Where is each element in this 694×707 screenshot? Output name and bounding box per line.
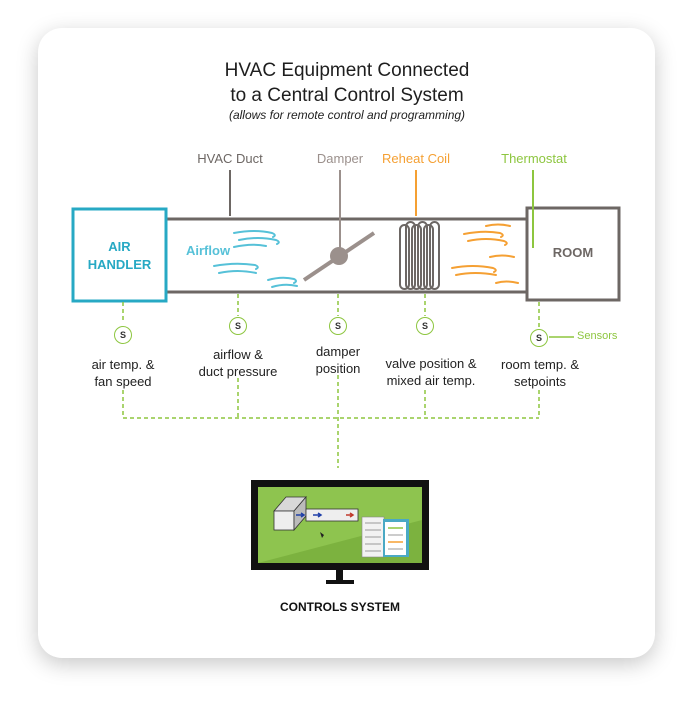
room-box [525, 206, 621, 302]
air-handler-box [71, 207, 168, 303]
sensor-desc-room: room temp. & setpoints [490, 356, 590, 390]
damper-label: Damper [316, 151, 364, 166]
sensor-desc-line1: damper [315, 344, 361, 359]
diagram-title-line1: HVAC Equipment Connected [224, 60, 470, 81]
reheat-coil-icon [399, 221, 440, 290]
hvac-duct [166, 217, 526, 294]
diagram-title-line2: to a Central Control System [230, 85, 464, 106]
sensor-icon-airflow: S [229, 317, 247, 335]
thermostat-label: Thermostat [501, 151, 567, 166]
sensor-icon-air-handler: S [114, 326, 132, 344]
sensor-desc-line2: mixed air temp. [386, 373, 476, 388]
sensor-desc-line1: valve position & [385, 356, 477, 371]
sensor-desc-line1: room temp. & [500, 357, 580, 372]
sensor-desc-line1: air temp. & [91, 357, 155, 372]
duct-label: HVAC Duct [197, 151, 263, 166]
room-label: ROOM [552, 245, 594, 260]
air-handler-label: AIR HANDLER [75, 238, 164, 274]
sensors-label: Sensors [577, 330, 618, 342]
sensor-icon-room: S [530, 329, 548, 347]
sensor-desc-line2: position [315, 361, 361, 376]
sensor-desc-reheat: valve position & mixed air temp. [376, 355, 486, 389]
sensor-desc-air-handler: air temp. & fan speed [73, 356, 173, 390]
sensor-icon-reheat: S [416, 317, 434, 335]
diagram-subtitle: (allows for remote control and programmi… [228, 108, 466, 122]
sensor-desc-line1: airflow & [213, 347, 263, 362]
sensor-desc-line2: fan speed [94, 374, 152, 389]
airflow-label: Airflow [186, 243, 231, 258]
air-handler-label-line2: HANDLER [87, 257, 152, 272]
sensor-desc-line2: duct pressure [198, 364, 278, 379]
sensor-wiring [122, 294, 574, 468]
damper-icon [302, 231, 376, 282]
controls-system-label: CONTROLS SYSTEM [279, 600, 400, 614]
reheat-coil-label: Reheat Coil [382, 151, 450, 166]
warm-air-arrows-icon [451, 223, 519, 284]
sensor-desc-damper: damper position [298, 343, 378, 377]
monitor-icon [251, 480, 429, 584]
air-handler-label-line1: AIR [108, 239, 131, 254]
airflow-arrows-icon [213, 230, 298, 288]
sensor-desc-line2: setpoints [513, 374, 567, 389]
sensor-desc-airflow: airflow & duct pressure [183, 346, 293, 380]
sensor-icon-damper: S [329, 317, 347, 335]
